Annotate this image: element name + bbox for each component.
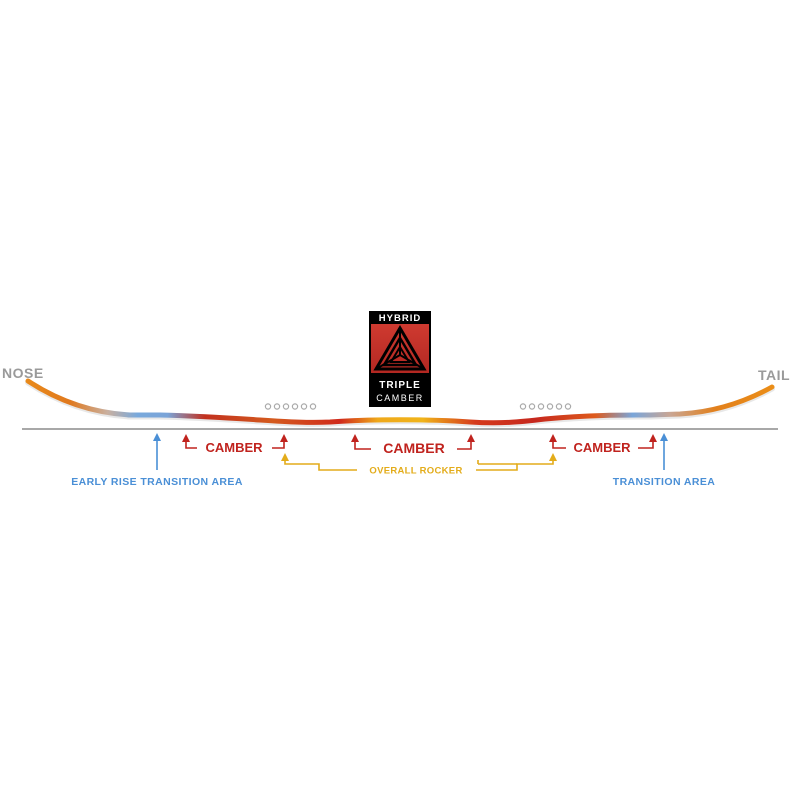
camber-label-center: CAMBER [383,440,444,456]
transition-area-label: TRANSITION AREA [613,476,715,488]
triangle-mark-icon [373,325,427,371]
logo-line-camber: CAMBER [376,393,424,403]
overall-rocker-label: OVERALL ROCKER [369,466,462,477]
board-profile [25,378,775,426]
nose-label: NOSE [2,365,44,381]
early-rise-transition-label: EARLY RISE TRANSITION AREA [71,476,243,488]
logo-line-hybrid: HYBRID [379,313,421,324]
camber-label-right: CAMBER [573,440,631,455]
right-insert-dots [519,403,572,410]
camber-bracket-right [549,434,657,449]
left-insert-dots [264,403,317,410]
hybrid-triple-camber-logo: HYBRID TRIPLE CAMBER [369,311,431,407]
tail-label: TAIL [758,367,790,383]
early-rise-transition-arrow [153,433,161,470]
camber-bracket-center [351,434,475,450]
transition-area-arrow [660,433,668,470]
overall-rocker-bracket [281,453,557,471]
camber-label-left: CAMBER [205,440,263,455]
logo-line-triple: TRIPLE [379,380,421,391]
camber-bracket-left [182,434,288,449]
